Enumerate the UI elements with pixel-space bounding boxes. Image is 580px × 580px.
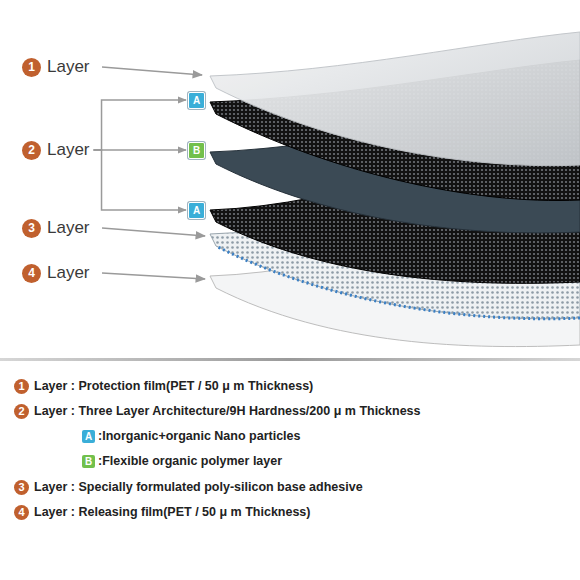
layer-letter: A (82, 430, 95, 443)
layer-letter: B (82, 455, 95, 468)
layer-label: Layer (47, 263, 90, 283)
layer-label: :Flexible organic polymer layer (98, 454, 282, 468)
callout-number: 4 (14, 505, 29, 520)
callout-number: 4 (22, 264, 41, 283)
callout-number: 1 (14, 379, 29, 394)
layer-callout: 1 Layer (22, 57, 90, 77)
bracket-connector (94, 149, 186, 151)
callout-number: 1 (22, 58, 41, 77)
legend-row: 1 Layer : Protection film(PET / 50 μ m Th… (14, 379, 313, 394)
layer-label: Layer : Releasing film(PET / 50 μ m Thic… (34, 505, 311, 519)
leader-arrow (102, 273, 205, 279)
protection-film (210, 32, 580, 166)
layer-callout: 3 Layer (22, 218, 90, 238)
leader-arrow (102, 228, 205, 236)
legend-row: 4 Layer : Releasing film(PET / 50 μ m Thi… (14, 505, 311, 520)
layer-label: Layer : Protection film(PET / 50 μ m Thi… (34, 379, 313, 393)
bracket-connector (94, 150, 186, 210)
layer-badge: B (188, 142, 205, 159)
legend-row: 2 Layer : Three Layer Architecture/9H Har… (14, 404, 421, 419)
callout-number: 2 (22, 141, 41, 160)
layer-badge: A (188, 92, 205, 109)
legend-row: 3 Layer : Specially formulated poly-silic… (14, 480, 363, 495)
layer-label: Layer : Specially formulated poly-silico… (34, 480, 363, 494)
layer-label: :Inorganic+organic Nano particles (98, 429, 300, 443)
legend-subrow: B:Flexible organic polymer layer (82, 454, 282, 468)
layer-label: Layer (47, 57, 90, 77)
legend-subrow: A:Inorganic+organic Nano particles (82, 429, 300, 443)
callout-number: 3 (14, 480, 29, 495)
layer-letter: A (188, 202, 205, 219)
layer-letter: B (188, 142, 205, 159)
layer-badge: A (188, 202, 205, 219)
layer-callout: 4 Layer (22, 263, 90, 283)
layer-letter: A (188, 92, 205, 109)
callout-number: 2 (14, 404, 29, 419)
layer-label: Layer (47, 218, 90, 238)
layer-label: Layer (47, 140, 90, 160)
layer-label: Layer : Three Layer Architecture/9H Hard… (34, 404, 421, 418)
separator-bar (0, 358, 580, 361)
leader-arrow (102, 67, 202, 75)
bracket-connector (94, 100, 186, 150)
callout-number: 3 (22, 219, 41, 238)
layer-callout: 2 Layer (22, 140, 90, 160)
